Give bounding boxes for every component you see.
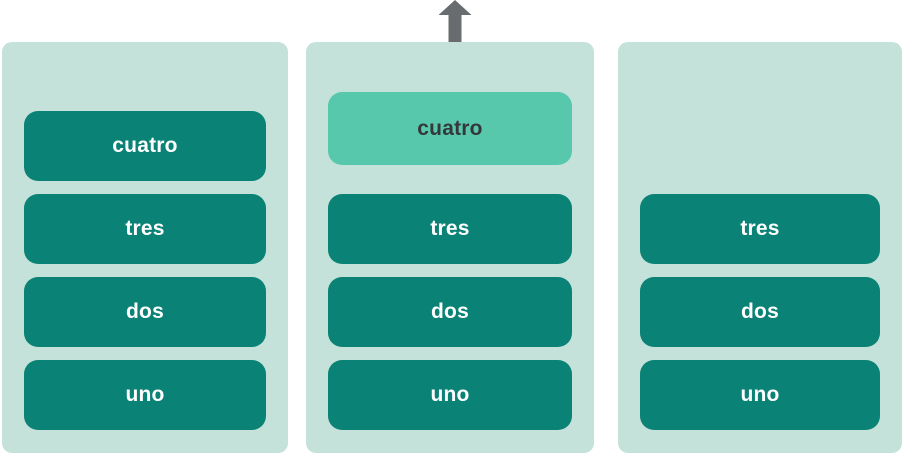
stack-panel-before: cuatro tres dos uno	[2, 42, 288, 453]
stack-item-uno: uno	[24, 360, 266, 430]
stack-item-cuatro: cuatro	[24, 111, 266, 181]
stack-item-dos: dos	[24, 277, 266, 347]
stack-item-dos: dos	[640, 277, 880, 347]
stack-item-tres: tres	[328, 194, 572, 264]
stack-item-uno: uno	[328, 360, 572, 430]
up-arrow-icon	[438, 0, 472, 83]
stack-item-tres: tres	[24, 194, 266, 264]
stack-item-tres: tres	[640, 194, 880, 264]
stack-panel-popping: cuatro tres dos uno	[306, 42, 594, 453]
stack-panel-after: tres dos uno	[618, 42, 902, 453]
stack-item-cuatro-popped: cuatro	[328, 92, 572, 165]
stack-item-dos: dos	[328, 277, 572, 347]
stack-item-uno: uno	[640, 360, 880, 430]
